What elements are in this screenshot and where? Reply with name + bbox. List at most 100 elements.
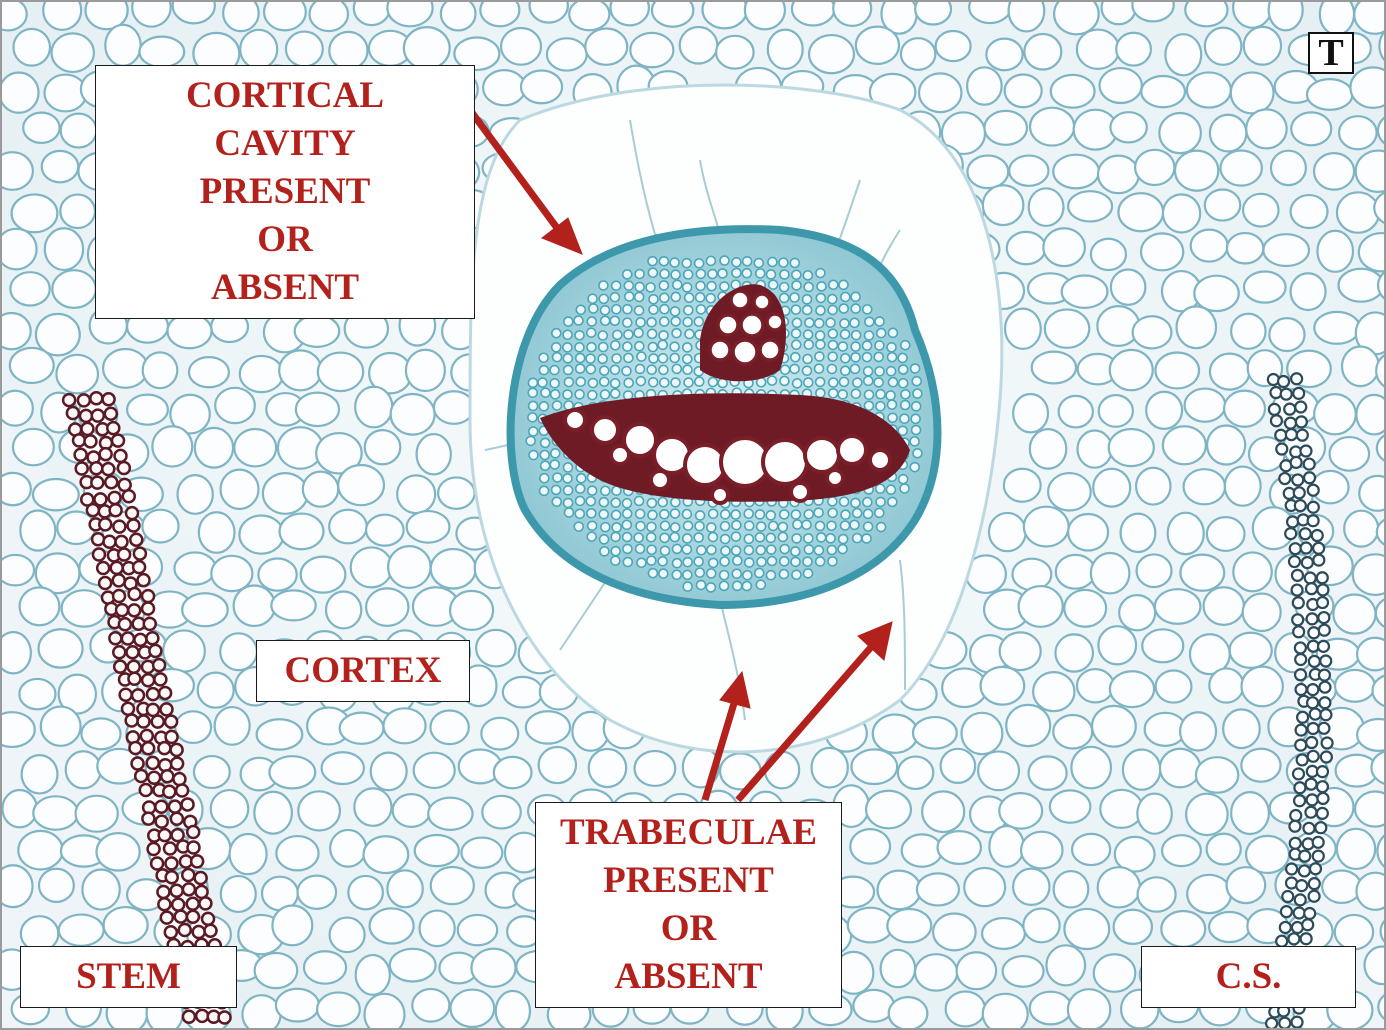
epidermis-cell [90, 408, 106, 423]
stele-cell [610, 545, 621, 557]
epidermis-cell [132, 546, 148, 561]
stele-cell [585, 353, 596, 364]
epidermis-cell [177, 922, 192, 938]
cortex-cell [1351, 553, 1386, 596]
epidermis-cell [98, 446, 113, 462]
cortex-cell [320, 751, 365, 786]
cortex-cell [1042, 227, 1086, 268]
cortex-cell [329, 828, 368, 868]
cortex-cell [1335, 191, 1381, 234]
stele-cell [756, 556, 767, 568]
cortex-cell [418, 909, 456, 948]
epidermis-cell [76, 393, 92, 408]
cortex-cell [1012, 867, 1051, 907]
epidermis-cell [97, 517, 113, 532]
cortex-cell [1228, 631, 1273, 670]
cortex-cell [34, 312, 81, 357]
cortex-cell [1189, 228, 1229, 263]
stele-cell [862, 375, 874, 387]
cortex-cell [528, 0, 570, 24]
cortex-cell [1358, 474, 1386, 512]
stele-cell [828, 279, 839, 291]
stele-cell [791, 378, 803, 389]
cortex-cell [1274, 631, 1314, 674]
stele-cell [599, 389, 611, 400]
stele-cell [909, 461, 921, 473]
stele-cell [612, 329, 623, 341]
cortex-cell [1205, 516, 1246, 553]
epidermis-cell [1295, 879, 1309, 893]
epidermis-cell [74, 461, 89, 476]
arrow-cortical-cavity [467, 107, 563, 235]
epidermis-cell [145, 631, 160, 646]
cortex-cell [1164, 33, 1203, 77]
epidermis-cell [111, 588, 127, 604]
stele-cell [681, 282, 693, 293]
stele-cell [681, 508, 693, 520]
epidermis-cell [142, 616, 158, 632]
stele-cell [562, 342, 573, 353]
epidermis-cell [164, 856, 179, 871]
cortex-cell [1052, 0, 1100, 36]
cortex-cell [449, 988, 496, 1029]
stele-cell [767, 256, 778, 268]
stele-cell [609, 378, 621, 389]
epidermis-cell [1292, 906, 1306, 920]
epidermis-cell [173, 909, 189, 924]
cortex-cell [18, 677, 57, 711]
stele-cell [813, 545, 825, 556]
cortex-cell [294, 391, 341, 428]
cortex-cell [192, 754, 231, 790]
cortex-cell [278, 512, 325, 551]
epidermis-cell [1316, 791, 1330, 806]
stele-cell [778, 568, 790, 580]
stele-cell [634, 340, 645, 352]
cortex-cell [1028, 106, 1076, 147]
stele-cell [826, 293, 838, 305]
epidermis-cell [146, 770, 162, 786]
stele-cell [909, 436, 920, 447]
stele-cell [574, 352, 586, 364]
stele-cell [635, 375, 647, 387]
epidermis-cell [1288, 819, 1302, 833]
stele-cell [707, 268, 718, 280]
stele-cell [695, 579, 707, 591]
stele-cell [670, 316, 682, 327]
stele-cell [755, 544, 767, 556]
cortex-cell [1096, 866, 1142, 909]
epidermis-cell [154, 799, 169, 815]
cortex-cell [0, 311, 32, 351]
cortex-cell [766, 28, 804, 71]
stele-cell [767, 520, 779, 532]
xylem-vessel [683, 443, 727, 487]
epidermis-cell [1291, 767, 1306, 781]
stele-cell [802, 270, 814, 281]
stele-cell [719, 509, 731, 520]
stele-cell [623, 329, 634, 340]
cortex-cell [315, 431, 363, 475]
stele-cell [792, 519, 803, 530]
arrow-head-trabeculae-right [857, 621, 893, 661]
stele-cell [563, 316, 574, 327]
stele-cell [681, 342, 693, 353]
cortex-cell [222, 0, 260, 33]
cortex-cell [1208, 113, 1248, 153]
cortex-cell [1193, 274, 1240, 313]
stele-cell [802, 377, 814, 388]
cortex-cell [1194, 756, 1240, 794]
epidermis-cell [133, 632, 148, 648]
cortex-cell [60, 589, 108, 628]
stele-cell [814, 520, 826, 532]
stele-cell [681, 353, 693, 365]
cortex-cell [43, 227, 85, 272]
cortex-cell [1355, 636, 1386, 672]
epidermis-cell [1267, 402, 1281, 417]
stele-cell [873, 507, 885, 519]
protoxylem-vessel [716, 313, 740, 337]
cortex-cell [1222, 708, 1261, 750]
epidermis-cell [1285, 862, 1299, 876]
stele-cell [778, 509, 790, 520]
cortex-cell [386, 869, 424, 909]
xylem-vessel [563, 408, 587, 432]
cortex-cell [849, 827, 892, 865]
